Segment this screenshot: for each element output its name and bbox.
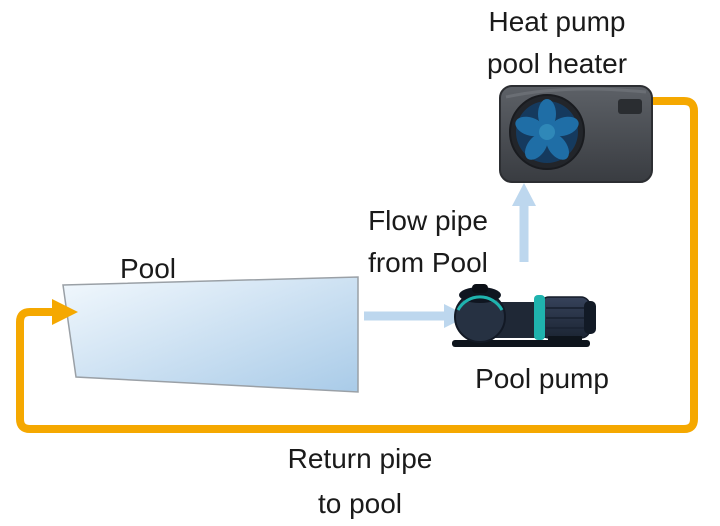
pool-pump-image xyxy=(452,284,596,347)
pool-shape xyxy=(62,276,359,393)
flow-arrow-right xyxy=(364,304,468,328)
heater-vent xyxy=(618,99,642,114)
pool-label: Pool xyxy=(119,253,177,284)
return-pipe-arrowhead xyxy=(52,299,78,325)
heat-pump-image xyxy=(499,85,653,183)
heat-pump-heater-label: Heat pump pool heater xyxy=(486,6,628,79)
flow-pipe-label: Flow pipe from Pool xyxy=(368,205,488,278)
return-pipe-label: Return pipe to pool xyxy=(287,443,433,519)
flow-arrow-up xyxy=(512,183,536,262)
return-pipe xyxy=(16,97,698,433)
fan-icon xyxy=(509,94,585,170)
pool-pump-label: Pool pump xyxy=(475,363,609,394)
